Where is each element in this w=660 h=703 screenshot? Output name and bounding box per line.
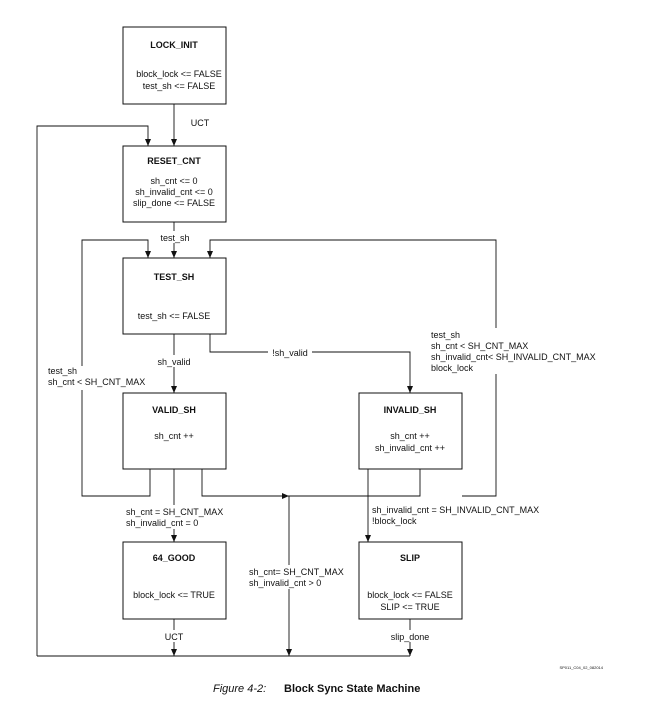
transition-condition: !block_lock — [372, 516, 417, 526]
state-action: sh_cnt ++ — [154, 431, 194, 441]
state-action: block_lock <= FALSE — [136, 69, 222, 79]
state-action: SLIP <= TRUE — [380, 602, 439, 612]
transition-condition: block_lock — [431, 363, 474, 373]
figure-id: SP011_C04_02_082014 — [559, 665, 603, 670]
label-slip-to-reset: slip_done — [389, 630, 431, 642]
state-action: sh_invalid_cnt <= 0 — [135, 187, 213, 197]
transition-condition: sh_valid — [157, 357, 190, 367]
transition-condition: sh_cnt= SH_CNT_MAX — [249, 567, 344, 577]
state-name: 64_GOOD — [153, 553, 196, 563]
label-invalid-to-slip: sh_invalid_cnt = SH_INVALID_CNT_MAX !blo… — [370, 503, 546, 527]
label-invalid-loop: test_sh sh_cnt < SH_CNT_MAX sh_invalid_c… — [429, 328, 605, 374]
caption-number: Figure 4-2: — [213, 683, 266, 695]
state-action: sh_invalid_cnt ++ — [375, 443, 445, 453]
state-valid-sh: VALID_SH sh_cnt ++ — [122, 392, 227, 470]
state-action: test_sh <= FALSE — [143, 81, 216, 91]
state-action: test_sh <= FALSE — [138, 311, 211, 321]
transition-condition: sh_invalid_cnt = SH_INVALID_CNT_MAX — [372, 505, 539, 515]
transition-condition: test_sh — [160, 233, 189, 243]
label-valid-loop: test_sh sh_cnt < SH_CNT_MAX — [46, 366, 150, 390]
transition-condition: sh_cnt = SH_CNT_MAX — [126, 507, 223, 517]
state-action: block_lock <= TRUE — [133, 590, 215, 600]
state-name: RESET_CNT — [147, 156, 201, 166]
state-name: TEST_SH — [154, 272, 195, 282]
state-name: SLIP — [400, 553, 420, 563]
transition-condition: sh_cnt < SH_CNT_MAX — [48, 377, 145, 387]
transition-condition: sh_invalid_cnt = 0 — [126, 518, 198, 528]
arrow-return-to-reset — [36, 125, 151, 656]
state-name: VALID_SH — [152, 405, 196, 415]
transition-condition: test_sh — [431, 330, 460, 340]
label-reset-to-test: test_sh — [158, 231, 192, 243]
line-invalid-to-junction — [289, 469, 421, 497]
state-action: block_lock <= FALSE — [367, 590, 453, 600]
label-valid-to-good: sh_cnt = SH_CNT_MAX sh_invalid_cnt = 0 — [124, 505, 228, 529]
state-slip: SLIP block_lock <= FALSE SLIP <= TRUE — [358, 541, 463, 620]
transition-condition: !sh_valid — [272, 348, 308, 358]
state-test-sh: TEST_SH test_sh <= FALSE — [122, 257, 227, 335]
state-name: LOCK_INIT — [150, 40, 198, 50]
arrow-invalid-loop — [207, 239, 497, 497]
label-init-to-reset: UCT — [188, 116, 212, 128]
transition-condition: test_sh — [48, 366, 77, 376]
state-64-good: 64_GOOD block_lock <= TRUE — [122, 541, 227, 620]
state-reset-cnt: RESET_CNT sh_cnt <= 0 sh_invalid_cnt <= … — [122, 145, 227, 223]
caption-title: Block Sync State Machine — [284, 683, 420, 695]
transition-condition: sh_invalid_cnt< SH_INVALID_CNT_MAX — [431, 352, 596, 362]
state-invalid-sh: INVALID_SH sh_cnt ++ sh_invalid_cnt ++ — [358, 392, 463, 470]
transition-condition: slip_done — [391, 632, 430, 642]
transition-condition: sh_invalid_cnt > 0 — [249, 578, 321, 588]
label-test-to-valid: sh_valid — [155, 355, 193, 367]
label-to-reset-mid: sh_cnt= SH_CNT_MAX sh_invalid_cnt > 0 — [247, 565, 347, 589]
state-action: sh_cnt ++ — [390, 431, 430, 441]
label-test-to-invalid: !sh_valid — [268, 346, 312, 358]
state-action: sh_cnt <= 0 — [150, 176, 197, 186]
arrow-valid-to-junction — [201, 469, 289, 499]
arrow-test-to-invalid — [209, 334, 413, 393]
transition-condition: UCT — [165, 632, 184, 642]
state-name: INVALID_SH — [384, 405, 437, 415]
transition-condition: sh_cnt < SH_CNT_MAX — [431, 341, 528, 351]
state-lock-init: LOCK_INIT block_lock <= FALSE test_sh <=… — [122, 26, 227, 105]
transition-condition: UCT — [191, 118, 210, 128]
label-good-to-reset: UCT — [162, 630, 186, 642]
state-action: slip_done <= FALSE — [133, 198, 215, 208]
